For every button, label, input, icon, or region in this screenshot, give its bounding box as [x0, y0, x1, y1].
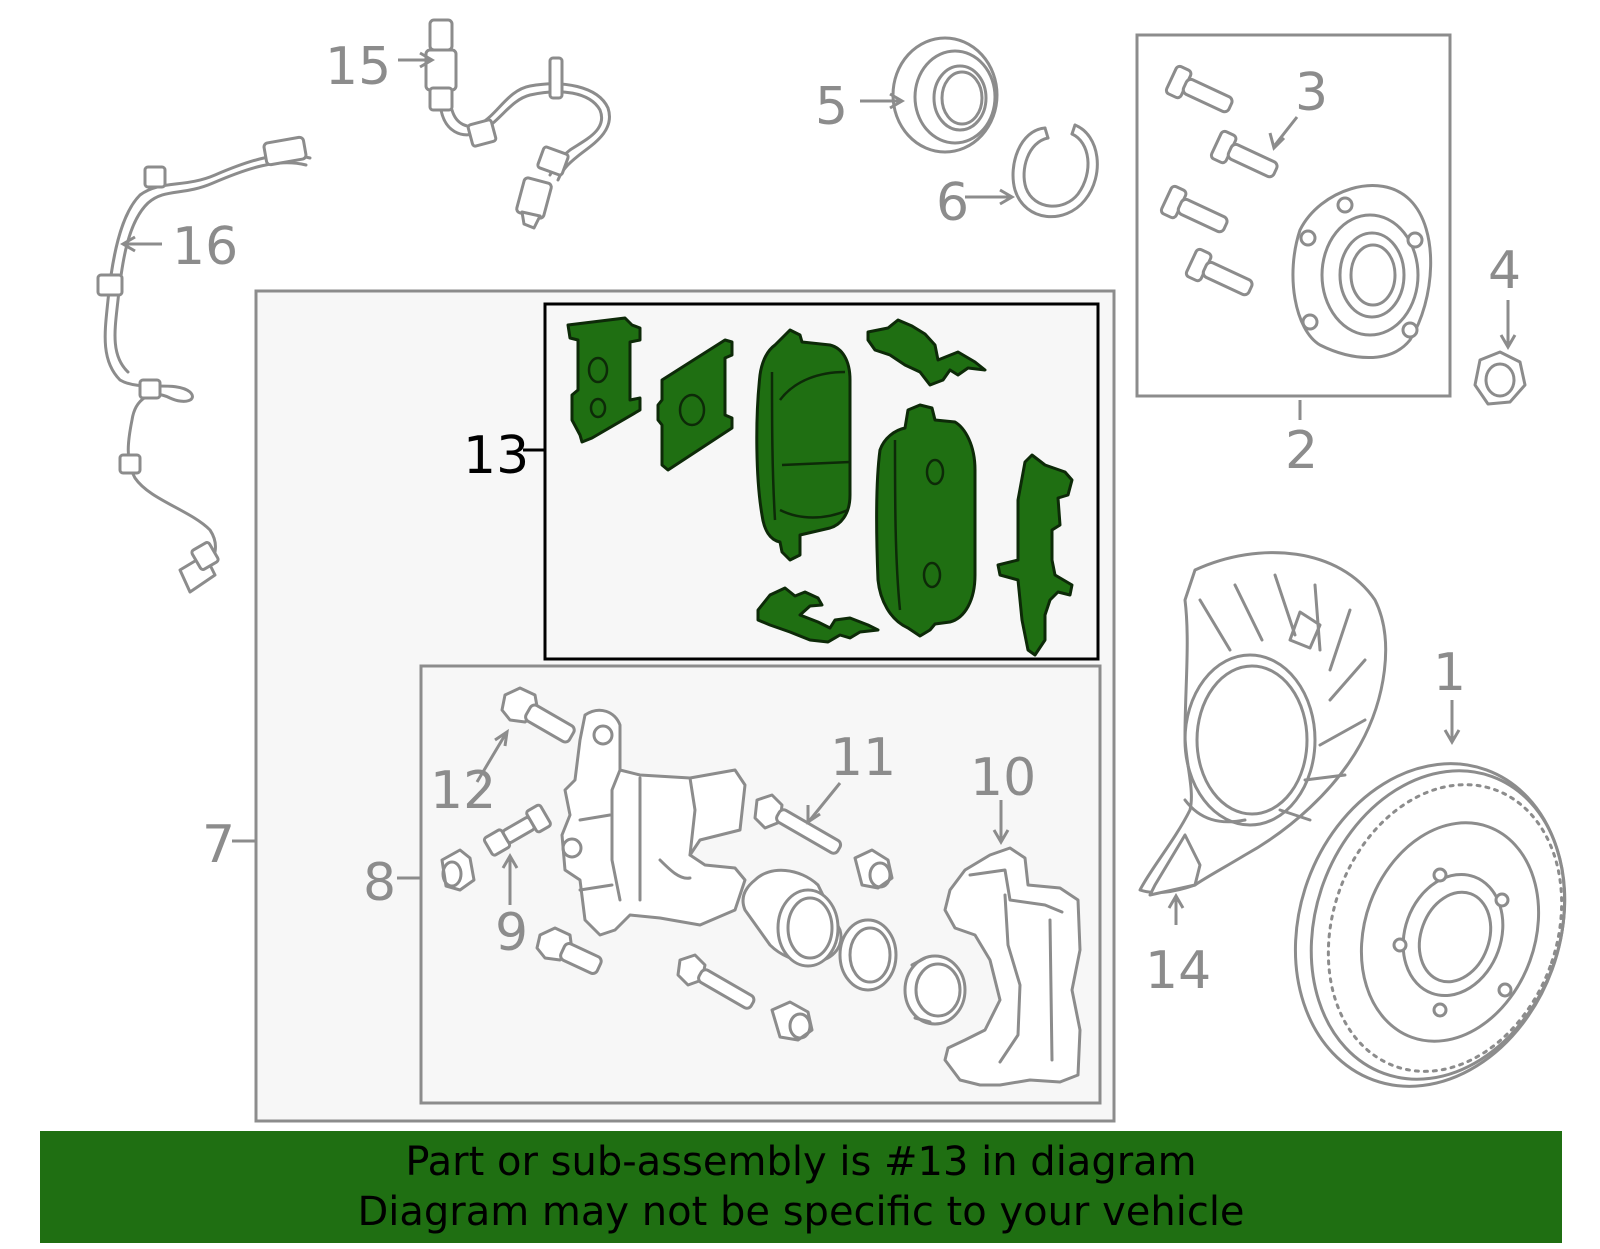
brake-pad-kit-part-13[interactable] — [566, 316, 1074, 657]
wheel-hub-part-2[interactable] — [1291, 184, 1433, 359]
guide-pin-lower[interactable] — [676, 953, 814, 1042]
callout-5[interactable]: 5 — [815, 77, 848, 137]
caliper-bracket-part-8[interactable] — [560, 708, 747, 937]
guide-pin-part-11[interactable] — [753, 793, 894, 890]
bleeder-part-9[interactable] — [440, 803, 552, 892]
callout-10[interactable]: 10 — [970, 748, 1036, 808]
caliper-piston[interactable] — [741, 868, 843, 968]
callout-4[interactable]: 4 — [1488, 241, 1521, 301]
snap-ring-part-6[interactable] — [1011, 123, 1099, 219]
hub-nut-part-4[interactable] — [1473, 350, 1527, 406]
caliper-bolt-lower[interactable] — [535, 926, 603, 975]
callout-3[interactable]: 3 — [1295, 63, 1328, 123]
callout-9[interactable]: 9 — [495, 903, 528, 963]
callout-6[interactable]: 6 — [936, 173, 969, 233]
notice-line-1: Part or sub-assembly is #13 in diagram — [405, 1139, 1197, 1185]
brake-rotor-part-1[interactable] — [1251, 725, 1600, 1124]
callout-11[interactable]: 11 — [830, 728, 896, 788]
brake-hose-part-15[interactable] — [424, 18, 611, 230]
caliper-support-part-10[interactable] — [943, 846, 1082, 1087]
notice-banner: Part or sub-assembly is #13 in diagram D… — [40, 1131, 1562, 1243]
callout-14[interactable]: 14 — [1145, 941, 1211, 1001]
wheel-studs-part-3[interactable] — [1159, 64, 1282, 303]
callout-2[interactable]: 2 — [1285, 421, 1318, 481]
callout-12[interactable]: 12 — [430, 761, 496, 821]
callout-1[interactable]: 1 — [1433, 643, 1466, 703]
wheel-bearing-part-5[interactable] — [891, 36, 999, 154]
notice-line-2: Diagram may not be specific to your vehi… — [357, 1189, 1245, 1235]
dust-shield-part-14[interactable] — [1138, 551, 1388, 897]
callout-8[interactable]: 8 — [363, 853, 396, 913]
abs-sensor-wire-part-16[interactable] — [96, 135, 312, 594]
callout-15[interactable]: 15 — [325, 37, 391, 97]
callout-13[interactable]: 13 — [463, 426, 529, 486]
callout-16[interactable]: 16 — [172, 217, 238, 277]
piston-seals[interactable] — [838, 918, 967, 1026]
bolt-part-12[interactable] — [500, 686, 576, 744]
leader-lines — [120, 51, 1517, 925]
callout-7[interactable]: 7 — [202, 815, 235, 875]
